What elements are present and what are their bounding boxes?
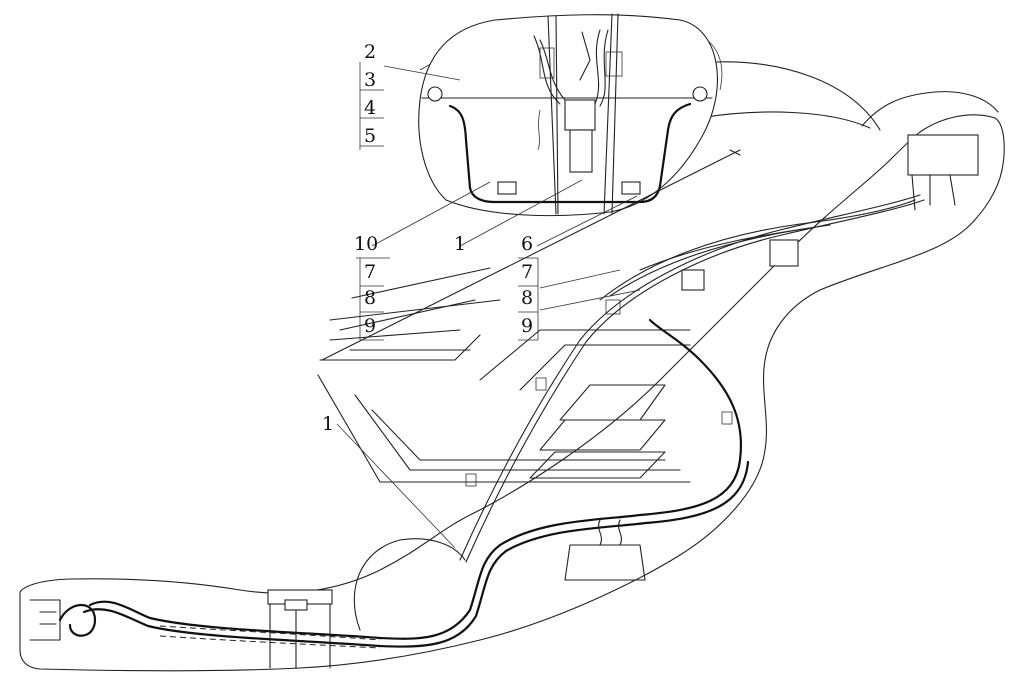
callout-9-right: 9 [521,315,533,337]
callout-1-bottom: 1 [322,413,334,435]
callout-3: 3 [364,69,376,91]
callout-4: 4 [364,97,376,119]
callout-6: 6 [521,233,533,255]
callout-2: 2 [364,41,376,63]
harness-connectors [465,134,979,487]
callout-9-left: 9 [364,315,376,337]
callout-8-right: 8 [521,287,533,309]
callout-5: 5 [364,125,376,147]
layer-panels [317,149,741,483]
callout-8-left: 8 [364,287,376,309]
callout-7-left: 7 [364,261,376,283]
callout-leaders [336,62,641,549]
lower-details [29,519,646,669]
junction-detail-inset [418,13,718,217]
callout-1-top: 1 [454,233,466,255]
callout-labels: 2 3 4 5 10 7 8 9 1 6 7 8 9 1 [322,41,533,435]
callout-10: 10 [354,233,378,255]
callout-7-right: 7 [521,261,533,283]
wire-harness [82,194,925,649]
